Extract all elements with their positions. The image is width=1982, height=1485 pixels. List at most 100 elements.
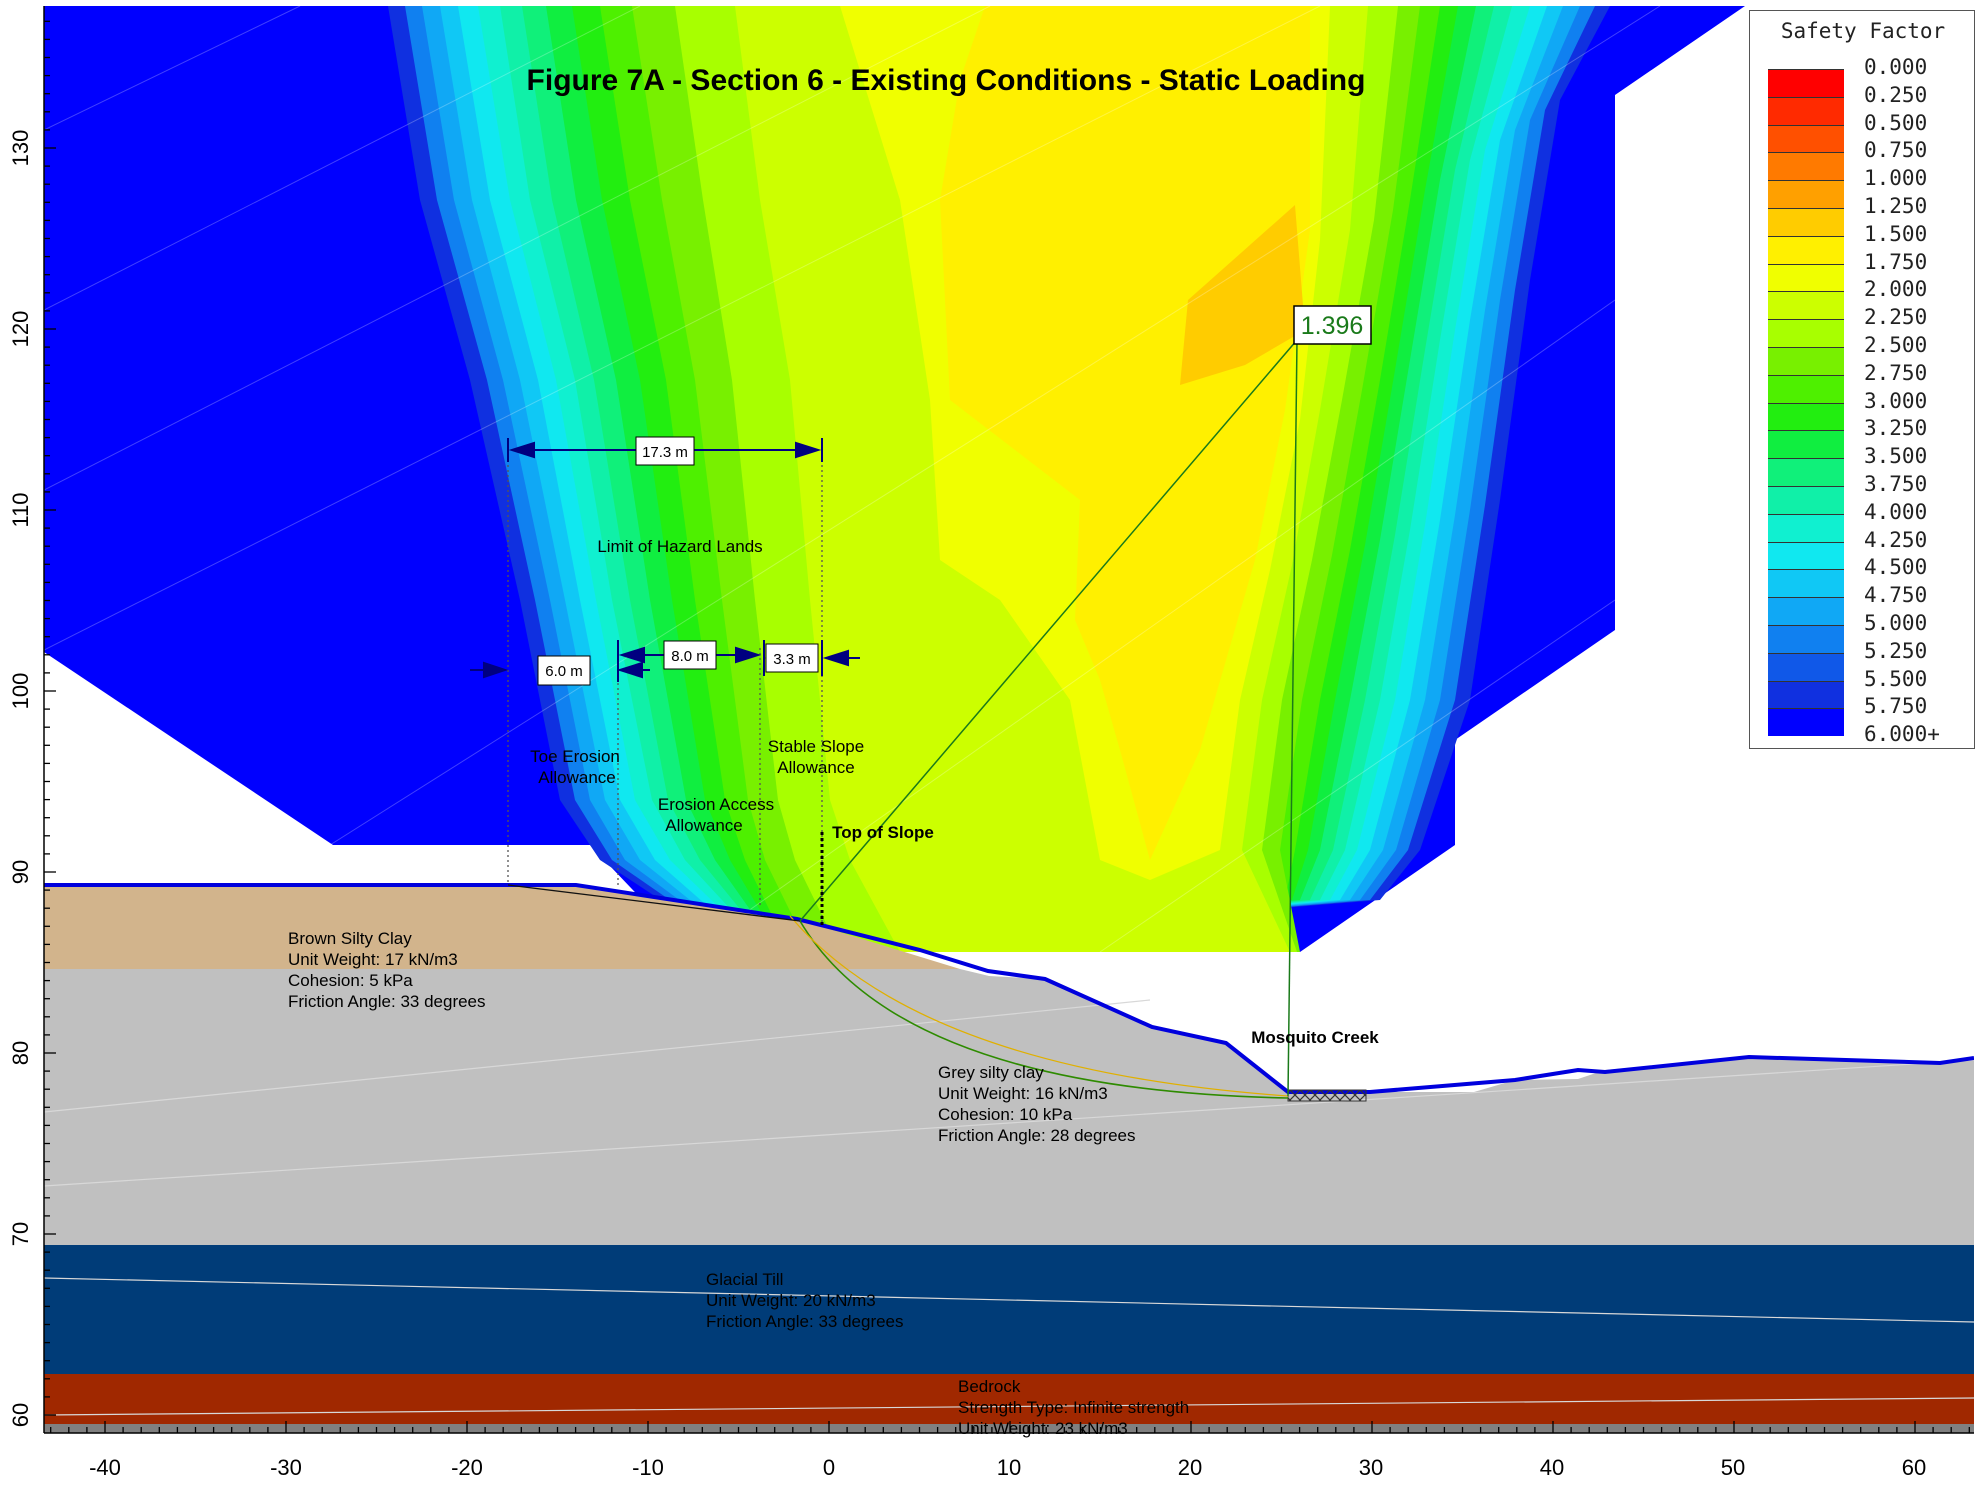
y-tick-label: 130 [8,130,33,167]
x-tick-label: 0 [823,1455,835,1480]
layer-shading-lines [44,999,1974,1416]
legend-entry: 0.750 [1750,138,1976,181]
y-tick-label: 70 [8,1222,33,1246]
legend-entry: 6.000+ [1750,722,1976,750]
legend-entry: 4.250 [1750,528,1976,570]
legend-swatch [1768,430,1844,459]
layer-glacial-till [44,1245,1974,1374]
x-tick-label: -20 [451,1455,483,1480]
toe-erosion-label: Toe Erosion [530,747,620,766]
legend-value: 2.500 [1864,333,1928,357]
legend-value: 3.000 [1864,388,1928,413]
legend-value: 3.750 [1864,472,1928,496]
legend-value: 5.250 [1864,638,1928,663]
legend-entry: 4.000 [1750,500,1976,542]
material-name: Bedrock [958,1377,1021,1396]
legend-swatch [1768,235,1844,264]
legend-entry: 0.000 [1750,55,1976,97]
dimension-3-box [765,643,819,673]
top-of-slope-label: Top of Slope [832,823,934,842]
x-tick-label: -30 [270,1455,302,1480]
legend-swatch [1768,180,1844,209]
zone-labels: Limit of Hazard Lands Toe Erosion Allowa… [530,537,1379,1047]
material-property: Friction Angle: 28 degrees [938,1126,1136,1145]
legend-value: 0.000 [1864,55,1928,79]
material-name: Grey silty clay [938,1063,1044,1082]
legend-swatch [1768,708,1844,737]
axis-ticks [44,20,1970,1433]
legend-value: 1.250 [1864,194,1928,218]
soil-layers [44,883,1974,1433]
legend-swatch [1768,124,1844,153]
contour-band-1250 [1180,205,1305,385]
legend-value: 5.750 [1864,694,1928,719]
legend-swatch [1768,208,1844,236]
material-name: Brown Silty Clay [288,929,412,948]
legend-entry: 5.000 [1750,611,1976,653]
y-tick-label: 90 [8,860,33,884]
slip-surface-alt [789,915,1289,1097]
legend-swatch [1768,652,1844,681]
mosquito-creek-water [1287,1089,1367,1102]
dimension-17-label: 17.3 m [642,444,688,461]
material-name: Glacial Till [706,1270,783,1289]
legend-entry: 0.500 [1750,110,1976,153]
legend-value: 1.750 [1864,249,1928,274]
ground-surface-line [44,883,1974,1094]
contour-band-1500 [940,6,1310,860]
material-property: Unit Weight: 17 kN/m3 [288,950,458,969]
stable-slope-label: Allowance [777,758,855,777]
erosion-access-label: Erosion Access [658,795,774,814]
legend-swatch [1768,597,1844,626]
legend-value: 0.500 [1864,110,1928,135]
legend-value: 6.000+ [1864,722,1940,747]
material-labels: Brown Silty Clay Unit Weight: 17 kN/m3 C… [288,929,1189,1438]
legend-entry: 1.750 [1750,249,1976,292]
legend-swatch [1768,347,1844,375]
legend-value: 2.750 [1864,360,1928,385]
legend-value: 2.000 [1864,277,1928,302]
legend-value: 1.500 [1864,221,1928,246]
erosion-access-label: Allowance [665,816,743,835]
legend-value: 0.750 [1864,138,1928,163]
layer-grey-silty-clay [44,969,1974,1245]
x-tick-label: 40 [1540,1455,1564,1480]
legend-value: 4.750 [1864,583,1928,608]
material-property: Unit Weight: 20 kN/m3 [706,1291,876,1310]
legend-value: 3.500 [1864,444,1928,469]
legend-swatch [1768,569,1844,598]
legend-value: 0.250 [1864,82,1928,107]
legend-swatch [1768,513,1844,542]
material-property: Strength Type: Infinite strength [958,1398,1189,1417]
x-tick-label: 30 [1359,1455,1383,1480]
legend-swatch [1768,458,1844,487]
critical-slip-surface [799,920,1289,1099]
legend-entry: 2.500 [1750,333,1976,375]
x-tick-label: -10 [632,1455,664,1480]
critical-factor-value: 1.396 [1301,312,1364,340]
dimension-8-box [663,640,717,670]
x-axis-labels: -40 -30 -20 -10 0 10 20 30 40 50 60 [89,1455,1926,1480]
legend-swatch [1768,374,1844,403]
legend-entry: 3.500 [1750,444,1976,487]
y-tick-label: 120 [8,311,33,348]
legend-entry: 3.000 [1750,388,1976,431]
mosquito-creek-label: Mosquito Creek [1251,1028,1379,1047]
legend-entry: 4.750 [1750,583,1976,626]
dimension-6-box [537,655,591,686]
legend-entry: 1.500 [1750,221,1976,264]
y-axis-labels: 60 70 80 90 100 110 120 130 [8,130,33,1428]
x-tick-label: 10 [997,1455,1021,1480]
x-tick-label: 50 [1721,1455,1745,1480]
legend-entry: 2.750 [1750,360,1976,403]
legend-entry: 0.250 [1750,82,1976,125]
x-tick-label: -40 [89,1455,121,1480]
figure-title: Figure 7A - Section 6 - Existing Conditi… [527,64,1366,97]
legend-entry: 1.000 [1750,166,1976,209]
legend-entry: 1.250 [1750,194,1976,236]
material-property: Friction Angle: 33 degrees [288,992,486,1011]
legend-title: Safety Factor [1780,19,1946,43]
dimension-8-label: 8.0 m [671,648,709,665]
layer-brown-silty-clay [44,885,960,969]
stable-slope-label: Stable Slope [768,737,864,756]
